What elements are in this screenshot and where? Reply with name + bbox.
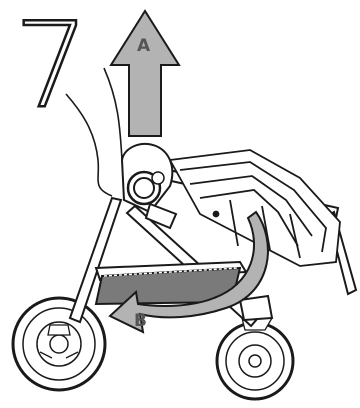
arrow-a-label: A	[137, 38, 150, 55]
arrow-b-label: B	[134, 313, 147, 330]
rear-wheel	[13, 298, 105, 390]
front-wheel	[217, 318, 293, 399]
lift-arrow	[111, 11, 179, 136]
step-number: 7	[14, 6, 89, 124]
